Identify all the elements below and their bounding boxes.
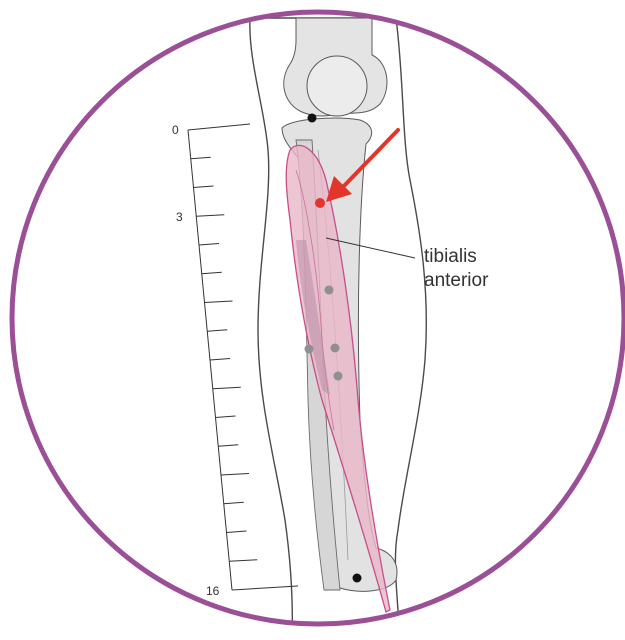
- muscle-label-line2: anterior: [424, 270, 489, 291]
- ruler-label-mid: 3: [176, 210, 183, 224]
- ankle-landmark-point: [353, 574, 362, 583]
- ruler-label-start: 0: [172, 123, 179, 137]
- secondary-point-1: [325, 286, 334, 295]
- main-acupoint: [315, 198, 325, 208]
- secondary-point-3: [331, 344, 340, 353]
- muscle-label-line1: tibialis: [424, 246, 477, 267]
- ruler-label-end: 16: [206, 584, 220, 598]
- patella-bone: [307, 56, 367, 116]
- secondary-point-2: [305, 345, 314, 354]
- knee-landmark-point: [308, 114, 317, 123]
- secondary-point-4: [334, 372, 343, 381]
